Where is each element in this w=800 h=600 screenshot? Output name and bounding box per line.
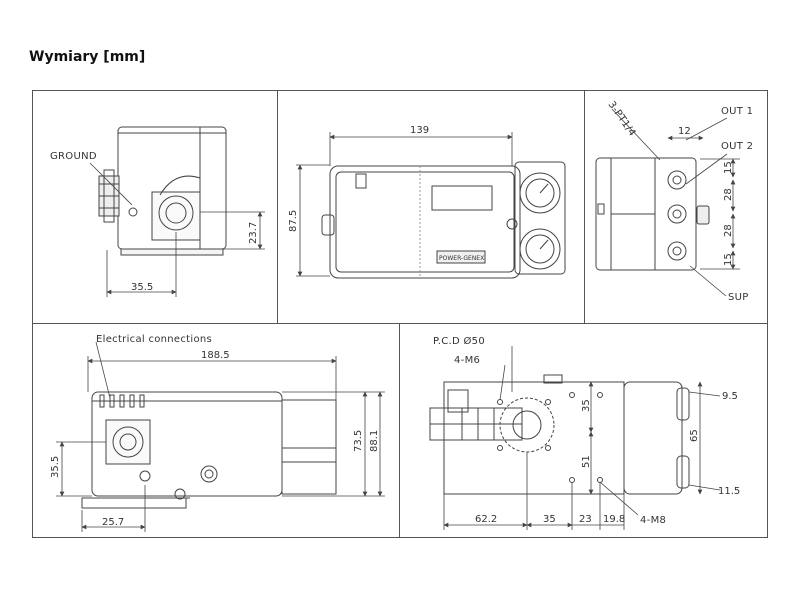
side-right-dim-1: 15 bbox=[723, 161, 734, 174]
bottom-left-bottom-dim: 25.7 bbox=[102, 517, 124, 528]
port-label: 3-PT1/4 bbox=[606, 99, 638, 138]
ground-label: GROUND bbox=[50, 151, 97, 162]
side-right-dim-4: 15 bbox=[723, 253, 734, 266]
bottom-right-23-dim: 23 bbox=[579, 514, 592, 525]
bottom-right-198-dim: 19.8 bbox=[603, 514, 625, 525]
bottom-right-view bbox=[429, 374, 690, 495]
front-view bbox=[321, 161, 566, 279]
side-right-dim-3: 28 bbox=[723, 224, 734, 237]
bottom-right-dimensions bbox=[443, 346, 721, 530]
side-left-width-dim: 35.5 bbox=[131, 282, 153, 293]
side-view-left bbox=[98, 126, 227, 256]
m8-label: 4-M8 bbox=[640, 515, 666, 526]
bottom-left-h1-dim: 73.5 bbox=[353, 430, 364, 452]
front-height-dim: 87.5 bbox=[288, 210, 299, 232]
sup-label: SUP bbox=[728, 292, 749, 303]
bottom-right-35v-dim: 35 bbox=[581, 399, 592, 412]
side-right-dimensions bbox=[611, 108, 740, 297]
side-left-dimensions bbox=[89, 162, 265, 297]
page-title: Wymiary [mm] bbox=[29, 49, 146, 65]
side-view-right bbox=[595, 157, 710, 271]
bottom-right-95-dim: 9.5 bbox=[722, 391, 738, 402]
nameplate-text: POWER-GENEX bbox=[439, 255, 484, 262]
bottom-right-115-dim: 11.5 bbox=[718, 486, 740, 497]
bottom-right-35h-dim: 35 bbox=[543, 514, 556, 525]
bottom-right-622-dim: 62.2 bbox=[475, 514, 497, 525]
m6-label: 4-M6 bbox=[454, 355, 480, 366]
out1-label: OUT 1 bbox=[721, 106, 753, 117]
bottom-right-51-dim: 51 bbox=[581, 455, 592, 468]
front-dimensions bbox=[296, 132, 513, 277]
bottom-left-left-dim: 35.5 bbox=[50, 456, 61, 478]
side-left-height-dim: 23.7 bbox=[248, 222, 259, 244]
bottom-left-width-dim: 188.5 bbox=[201, 350, 230, 361]
front-width-dim: 139 bbox=[410, 125, 429, 136]
out2-label: OUT 2 bbox=[721, 141, 753, 152]
electrical-connections-label: Electrical connections bbox=[96, 334, 212, 345]
pcd-label: P.C.D Ø50 bbox=[433, 335, 485, 347]
panel-bottom-right-view bbox=[399, 323, 768, 538]
side-right-top-dim: 12 bbox=[678, 126, 691, 137]
bottom-right-65-dim: 65 bbox=[689, 429, 700, 442]
bottom-left-h2-dim: 88.1 bbox=[369, 430, 380, 452]
side-right-dim-2: 28 bbox=[723, 188, 734, 201]
bottom-left-dimensions bbox=[56, 341, 385, 532]
bottom-left-view bbox=[81, 391, 337, 509]
